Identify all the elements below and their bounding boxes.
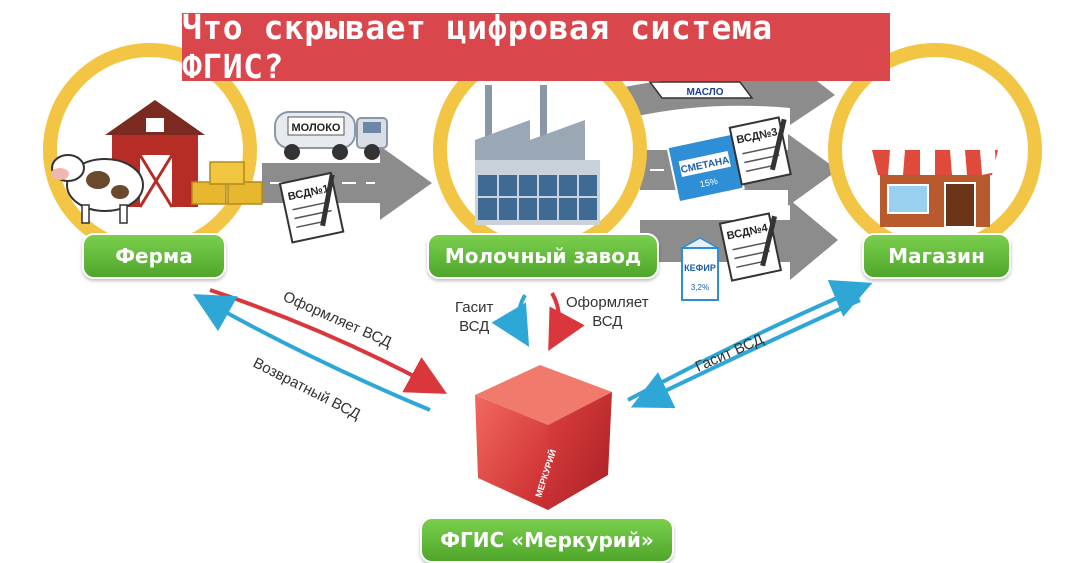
sour-cream-fat-label: 15% [699, 176, 719, 190]
label-plant-issues-line2: ВСД [592, 313, 623, 330]
cow-illustration [51, 154, 144, 224]
mercury-cube: МЕРКУРИЙ [475, 365, 612, 510]
arrow-plant-issues-red [548, 292, 585, 352]
label-farm-issues: Оформляет ВСД [280, 288, 394, 351]
factory-illustration [475, 85, 600, 225]
title-banner: Что скрывает цифровая система ФГИС? [182, 8, 890, 86]
hay-bales-illustration [191, 161, 263, 205]
sour-cream-package: СМЕТАНА 15% [666, 132, 745, 204]
butter-package: МАСЛО [648, 81, 754, 99]
vsd1-document: ВСД№1 [278, 171, 345, 244]
shop-illustration [872, 150, 998, 228]
label-plant-issues: Оформляет ВСД [566, 293, 649, 331]
milk-truck: МОЛОКО [274, 111, 388, 160]
arrow-farm-returns-blue [193, 294, 431, 412]
arrow-shop-cancels-blue-back [630, 298, 861, 409]
label-plant-cancels-line1: Гасит [455, 299, 494, 316]
kefir-fat-label: 3,2% [691, 283, 709, 292]
node-fgis: ФГИС «Меркурий» [420, 517, 674, 563]
node-farm: Ферма [82, 233, 226, 279]
arrow-plant-cancels-blue [491, 294, 530, 347]
label-plant-cancels: Гасит ВСД [455, 298, 493, 336]
label-shop-cancels: Гасит ВСД [693, 331, 766, 376]
butter-label: МАСЛО [686, 87, 723, 98]
label-plant-cancels-line2: ВСД [459, 318, 490, 335]
truck-label: МОЛОКО [292, 122, 341, 134]
vsd4-document: ВСД№4 [718, 212, 783, 282]
node-shop: Магазин [862, 233, 1011, 279]
kefir-label: КЕФИР [684, 263, 716, 273]
arrow-farm-issues-red [209, 288, 448, 394]
kefir-package: КЕФИР 3,2% [679, 237, 721, 301]
label-plant-issues-line1: Оформляет [566, 294, 649, 311]
vsd3-document: ВСД№3 [728, 116, 792, 186]
label-farm-returns: Возвратный ВСД [250, 354, 363, 423]
node-plant: Молочный завод [427, 233, 659, 279]
